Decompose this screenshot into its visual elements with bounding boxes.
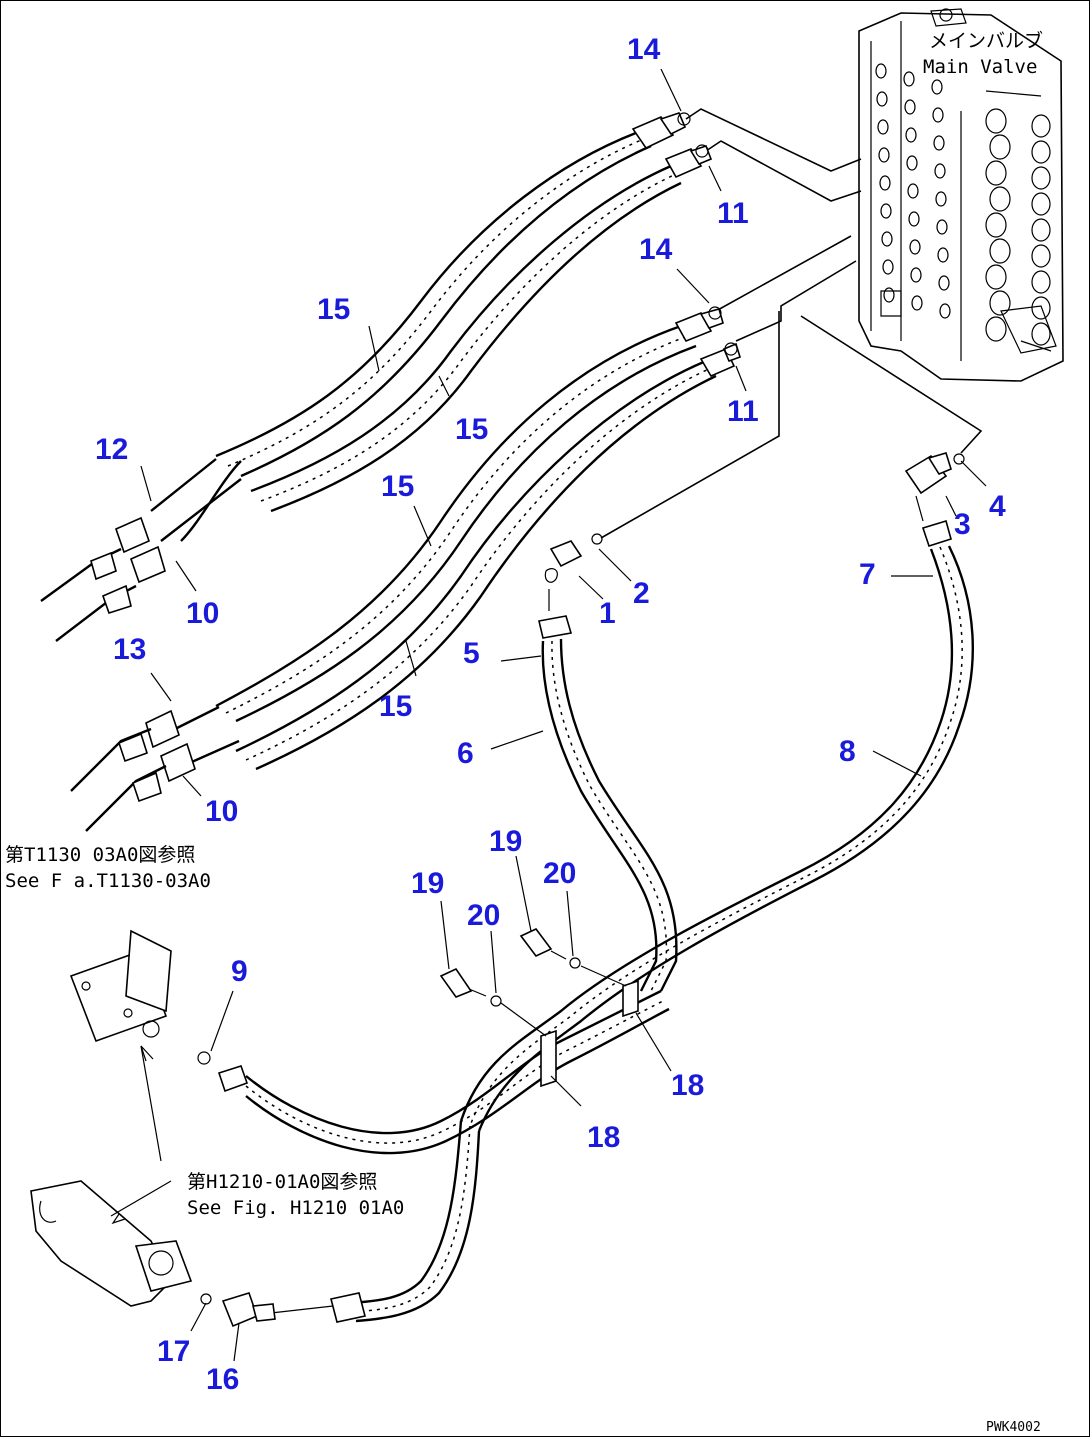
reference-note-2-en: See Fig. H1210 01A0 [187,1197,404,1219]
valve-port [903,71,915,87]
main-valve: メインバルブ Main Valve [858,8,1064,382]
callout-leaders [140,68,987,1362]
callout-14: 14 [627,33,661,66]
callout-13: 13 [113,633,146,666]
callout-10: 10 [205,795,238,828]
valve-port [906,155,918,171]
reference-note-1-jp: 第T1130 03A0図参照 [5,844,195,866]
callout-11: 11 [717,197,749,230]
reference-note-1-en: See F a.T1130-03A0 [5,870,211,892]
valve-port [933,135,945,151]
callout-17: 17 [157,1335,190,1368]
valve-port [909,239,921,255]
callout-6: 6 [457,737,474,770]
callout-15: 15 [317,293,350,326]
callout-19: 19 [411,867,444,900]
callout-7: 7 [859,558,876,591]
valve-port [882,259,894,275]
valve-port [880,203,892,219]
valve-port [876,91,888,107]
callout-15: 15 [381,470,414,503]
valve-port [908,211,920,227]
valve-port [911,295,923,311]
valve-port [905,127,917,143]
valve-spool-end [985,108,1007,134]
connection-leaders [600,108,983,539]
callout-1: 1 [599,597,616,630]
callout-15: 15 [379,690,412,723]
valve-spool-end [989,186,1011,212]
callout-16: 16 [206,1363,239,1396]
main-valve-label-jp: メインバルブ [929,29,1043,52]
valve-port [907,183,919,199]
valve-port [877,119,889,135]
valve-spool-end [985,212,1007,238]
callout-numbers: 14 11 14 11 15 15 15 15 12 10 13 10 4 3 … [95,33,1006,1396]
valve-spool-end [1031,296,1051,320]
callout-2: 2 [633,577,650,610]
main-valve-label-en: Main Valve [923,56,1037,78]
valve-spool-end [1031,114,1051,138]
callout-15: 15 [455,413,488,446]
valve-port [931,79,943,95]
callout-20: 20 [543,857,576,890]
callout-3: 3 [954,508,971,541]
valve-spool-end [989,134,1011,160]
valve-port [883,287,895,303]
valve-spool-end [1031,166,1051,190]
callout-14: 14 [639,233,673,266]
valve-port [875,63,887,79]
valve-spool-end [1031,270,1051,294]
valve-port [904,99,916,115]
valve-port [938,275,950,291]
callout-4: 4 [989,490,1006,523]
hose-9-assembly [197,928,670,1328]
drawing-code: PWK4002 [986,1420,1041,1435]
reference-note-2-jp: 第H1210-01A0図参照 [187,1171,377,1193]
callout-9: 9 [231,955,248,988]
valve-spool-end [1031,140,1051,164]
upper-hose-pair [40,112,713,642]
valve-spool-end [1031,244,1051,268]
valve-port [910,267,922,283]
valve-spool-end [989,290,1011,316]
callout-5: 5 [463,637,480,670]
callout-18: 18 [671,1069,704,1102]
callout-10: 10 [186,597,219,630]
valve-port [879,175,891,191]
callout-19: 19 [489,825,522,858]
valve-spool-end [985,160,1007,186]
cylinder-brackets [30,929,193,1307]
valve-spool-end [1031,192,1051,216]
valve-spool-end [985,316,1007,342]
hose-6-assembly [538,533,678,992]
valve-spool-end [985,264,1007,290]
valve-port [937,247,949,263]
lower-hose-pair [70,306,741,832]
valve-port [939,303,951,319]
valve-port [878,147,890,163]
valve-spool-end [989,238,1011,264]
callout-11: 11 [727,395,759,428]
callout-12: 12 [95,433,128,466]
callout-18: 18 [587,1121,620,1154]
valve-port [932,107,944,123]
valve-port [936,219,948,235]
valve-ports [875,63,1051,346]
callout-20: 20 [467,899,500,932]
valve-port [881,231,893,247]
valve-spool-end [1031,322,1051,346]
valve-spool-end [1031,218,1051,242]
valve-port [934,163,946,179]
callout-8: 8 [839,735,856,768]
valve-port [935,191,947,207]
